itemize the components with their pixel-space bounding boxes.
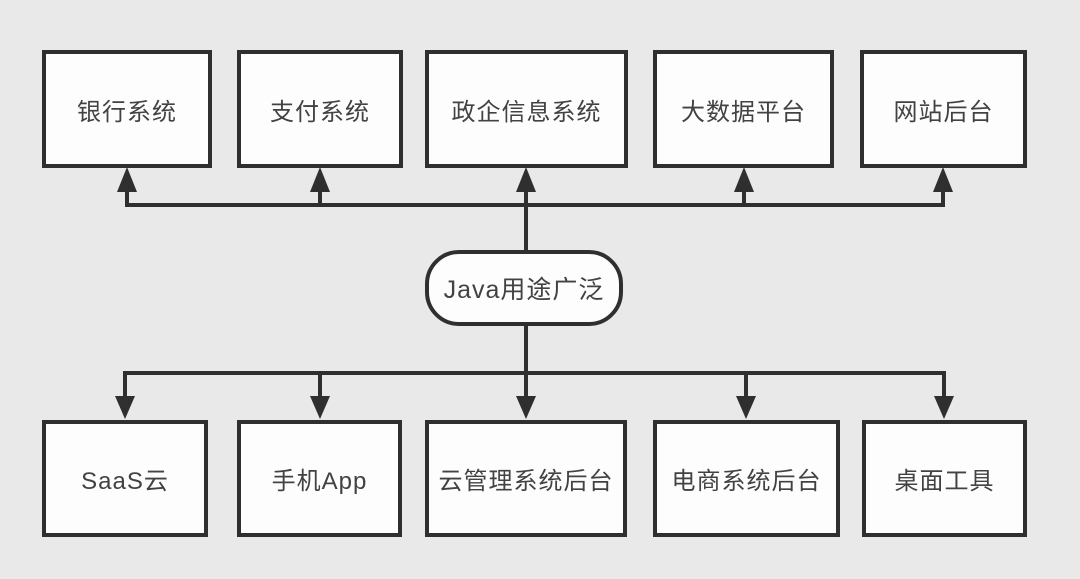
- node-desktop-tools: 桌面工具: [862, 420, 1027, 537]
- node-label: 政企信息系统: [451, 98, 602, 126]
- top-bus-line: [125, 190, 945, 207]
- node-saas-cloud: SaaS云: [42, 420, 208, 537]
- node-ecommerce-backend: 电商系统后台: [653, 420, 840, 537]
- arrow-up-icon-1: [117, 167, 137, 192]
- node-mobile-app: 手机App: [237, 420, 402, 537]
- node-banking-system: 银行系统: [42, 50, 212, 168]
- arrow-up-icon-2: [310, 167, 330, 192]
- arrow-down-icon-3: [516, 396, 536, 419]
- node-label: Java用途广泛: [443, 276, 605, 304]
- node-website-backend: 网站后台: [860, 50, 1027, 168]
- node-big-data-platform: 大数据平台: [653, 50, 834, 168]
- node-label: 银行系统: [77, 98, 177, 126]
- node-label: 桌面工具: [894, 468, 995, 495]
- arrow-down-icon-1: [115, 396, 135, 419]
- node-label: 电商系统后台: [671, 468, 822, 495]
- bottom-bus-line: [123, 371, 946, 400]
- node-payment-system: 支付系统: [237, 50, 403, 168]
- node-label: 大数据平台: [681, 98, 806, 126]
- node-java-center: Java用途广泛: [425, 250, 623, 326]
- node-label: 网站后台: [893, 98, 994, 126]
- node-cloud-management-backend: 云管理系统后台: [425, 420, 627, 537]
- arrow-down-icon-2: [310, 396, 330, 419]
- arrow-up-icon-4: [734, 167, 754, 192]
- node-gov-enterprise-info-system: 政企信息系统: [425, 50, 628, 168]
- arrow-up-icon-3: [516, 167, 536, 192]
- arrow-down-icon-5: [934, 396, 954, 419]
- arrow-down-icon-4: [736, 396, 756, 419]
- node-label: 云管理系统后台: [438, 468, 614, 495]
- arrow-up-icon-5: [933, 167, 953, 192]
- node-label: SaaS云: [81, 468, 169, 495]
- node-label: 手机App: [271, 468, 368, 495]
- node-label: 支付系统: [270, 98, 370, 126]
